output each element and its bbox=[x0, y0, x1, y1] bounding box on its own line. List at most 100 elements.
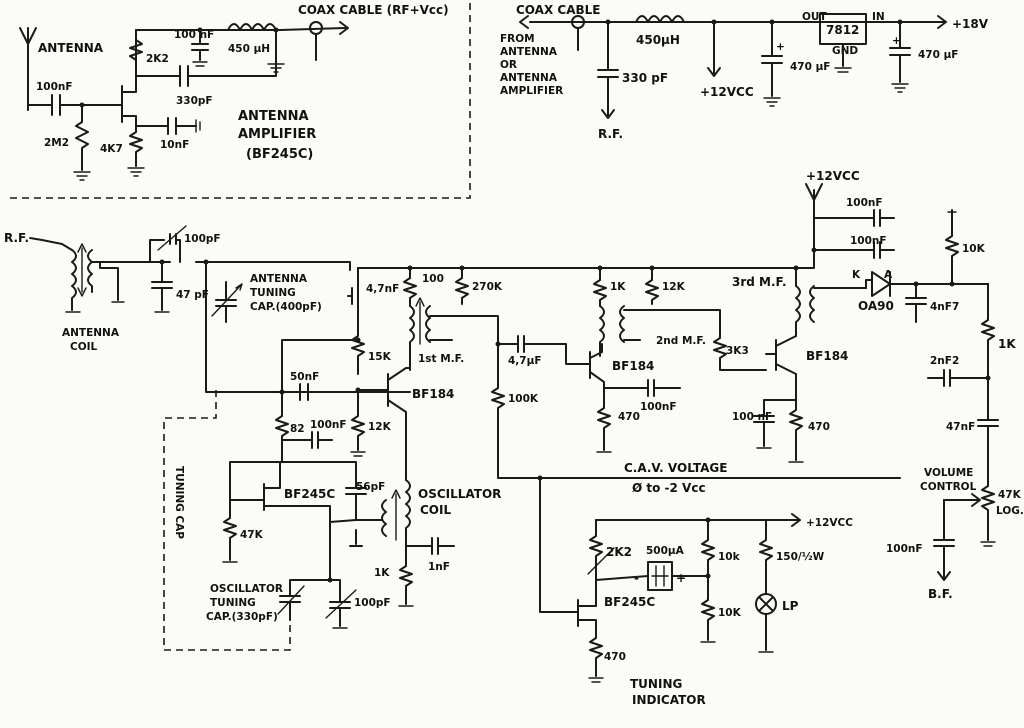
label-c-47nf-b: 47nF bbox=[946, 421, 975, 433]
label-r-1k-a: 1K bbox=[374, 567, 390, 579]
tuning-cap-dashed-link bbox=[163, 390, 291, 651]
label-r-10k-a: 10k bbox=[718, 551, 741, 563]
power-supply-section: COAX CABLE FROM ANTENNA OR ANTENNA AMPLI… bbox=[500, 3, 989, 141]
lamp-icon bbox=[755, 593, 777, 615]
label-r-100: 100 bbox=[422, 273, 444, 285]
label-r-src: 4K7 bbox=[100, 143, 123, 155]
label-r-gate: 2M2 bbox=[44, 137, 69, 149]
label-osc-coil-1: OSCILLATOR bbox=[418, 487, 501, 501]
label-reg-gnd: GND bbox=[832, 45, 858, 57]
label-osc-tune-2: TUNING bbox=[210, 597, 256, 609]
label-r-12k-a: 12K bbox=[368, 421, 392, 433]
label-vin: +18V bbox=[952, 17, 989, 31]
label-if3: 3rd M.F. bbox=[732, 275, 787, 289]
label-power-vcc: +12VCC bbox=[700, 85, 754, 99]
transistor-q1-bf184 bbox=[357, 367, 411, 481]
label-c-in-power: 470 µF bbox=[918, 49, 958, 61]
label-ind-q: BF245C bbox=[604, 595, 655, 609]
label-c-in: 100nF bbox=[36, 81, 73, 93]
label-reg-out: OUT bbox=[802, 11, 827, 23]
label-c-100nf-b: 100nF bbox=[640, 401, 677, 413]
antenna-amp-title-2: AMPLIFIER bbox=[238, 127, 316, 142]
label-meter-plus: + bbox=[676, 571, 686, 585]
label-rx-vcc: +12VCC bbox=[806, 169, 860, 183]
label-reg: 7812 bbox=[826, 23, 859, 37]
label-c-56pf: 56pF bbox=[356, 481, 385, 493]
label-c-100pf-b: 100pF bbox=[354, 597, 391, 609]
label-meter: 500µA bbox=[646, 545, 685, 557]
label-r-10k-b: 10K bbox=[718, 607, 742, 619]
label-reg-in: IN bbox=[872, 11, 885, 23]
label-tuning-cap: TUNING CAP bbox=[173, 466, 185, 539]
antenna-amplifier-section: ANTENNA 100nF 2M2 2K2 100 nF 450 µH COAX… bbox=[10, 0, 471, 199]
junction-dots bbox=[79, 19, 991, 583]
label-vol-2: CONTROL bbox=[920, 481, 977, 493]
capacitor-c-in bbox=[51, 94, 61, 116]
label-r-82: 82 bbox=[290, 423, 305, 435]
label-c-fb: 330pF bbox=[176, 95, 213, 107]
label-rf-out: R.F. bbox=[598, 127, 623, 141]
label-osc-tune-3: CAP.(330pF) bbox=[206, 611, 278, 623]
label-c-out: 470 µF bbox=[790, 61, 830, 73]
label-q-osc: BF245C bbox=[284, 487, 335, 501]
label-r-1k-b: 1K bbox=[610, 281, 626, 293]
tuning-indicator-section: +12VCC 2K2 500µA - + 10k 10K 150/½W LP B… bbox=[577, 513, 853, 707]
label-ant-coil-1: ANTENNA bbox=[62, 327, 120, 339]
transistor-oscillator-bf245c bbox=[229, 461, 331, 523]
label-cap-plus-2: + bbox=[892, 35, 901, 47]
receiver-section: R.F. ANTENNA COIL 100pF 47 pF ANTENNA TU… bbox=[4, 169, 1024, 651]
label-ant-tune-1: ANTENNA bbox=[250, 273, 308, 285]
label-c-src: 10nF bbox=[160, 139, 189, 151]
transistor-indicator-bf245c bbox=[577, 579, 597, 633]
label-c-100nf-d: 100nF bbox=[846, 197, 883, 209]
label-coax-rf-vcc: COAX CABLE (RF+Vcc) bbox=[298, 3, 449, 17]
label-c-100nf-a: 100nF bbox=[310, 419, 347, 431]
label-from-1: FROM bbox=[500, 33, 535, 45]
label-ant-coil-2: COIL bbox=[70, 341, 98, 353]
label-if1: 1st M.F. bbox=[418, 353, 464, 365]
label-ant-tune-3: CAP.(400pF) bbox=[250, 301, 322, 313]
label-c-2nf2: 2nF2 bbox=[930, 355, 959, 367]
label-rf-in: R.F. bbox=[4, 231, 29, 245]
label-cav-1: C.A.V. VOLTAGE bbox=[624, 461, 727, 475]
label-ind-r-470: 470 bbox=[604, 651, 626, 663]
label-pot: 47K bbox=[998, 489, 1022, 501]
label-vol-1: VOLUME bbox=[924, 467, 973, 479]
label-r-12k-b: 12K bbox=[662, 281, 686, 293]
label-q2: BF184 bbox=[612, 359, 654, 373]
label-l-top: 450 µH bbox=[228, 43, 270, 55]
label-c-trim: 100pF bbox=[184, 233, 221, 245]
label-c-out: 100nF bbox=[886, 543, 923, 555]
transistor-q2-bf184 bbox=[589, 343, 605, 399]
antenna-amp-title-3: (BF245C) bbox=[246, 147, 313, 162]
label-power-coax: COAX CABLE bbox=[516, 3, 601, 17]
label-ind-title-1: TUNING bbox=[630, 677, 682, 691]
label-lamp: LP bbox=[782, 599, 799, 613]
antenna-amp-dashed-border bbox=[10, 0, 471, 199]
label-r-150: 150/½W bbox=[776, 551, 825, 563]
label-r-15k: 15K bbox=[368, 351, 392, 363]
label-r-470-a: 470 bbox=[618, 411, 640, 423]
label-osc-tune-1: OSCILLATOR bbox=[210, 583, 283, 595]
label-c-rf: 330 pF bbox=[622, 71, 668, 85]
label-r-3k3: 3K3 bbox=[726, 345, 749, 357]
label-diode-a: A bbox=[884, 269, 893, 281]
label-c-100nf-e: 100nF bbox=[850, 235, 887, 247]
label-ind-title-2: INDICATOR bbox=[632, 693, 706, 707]
label-from-3: OR bbox=[500, 59, 517, 71]
label-osc-coil-2: COIL bbox=[420, 503, 451, 517]
label-cav-2: Ø to -2 Vcc bbox=[632, 481, 706, 495]
transistor-q3-bf184 bbox=[765, 335, 797, 399]
label-ind-vcc: +12VCC bbox=[806, 517, 853, 529]
label-c-1nf: 1nF bbox=[428, 561, 450, 573]
label-meter-minus: - bbox=[634, 571, 639, 585]
label-pot-2: LOG. bbox=[996, 505, 1024, 517]
label-diode-k: K bbox=[852, 269, 861, 281]
label-c-4nf7: 4nF7 bbox=[930, 301, 959, 313]
label-power-inductor: 450µH bbox=[636, 33, 680, 47]
label-from-4: ANTENNA bbox=[500, 72, 558, 84]
transistor-bf245c-antenna bbox=[121, 59, 137, 123]
label-cap-plus-1: + bbox=[776, 41, 785, 53]
label-diode: OA90 bbox=[858, 299, 894, 313]
